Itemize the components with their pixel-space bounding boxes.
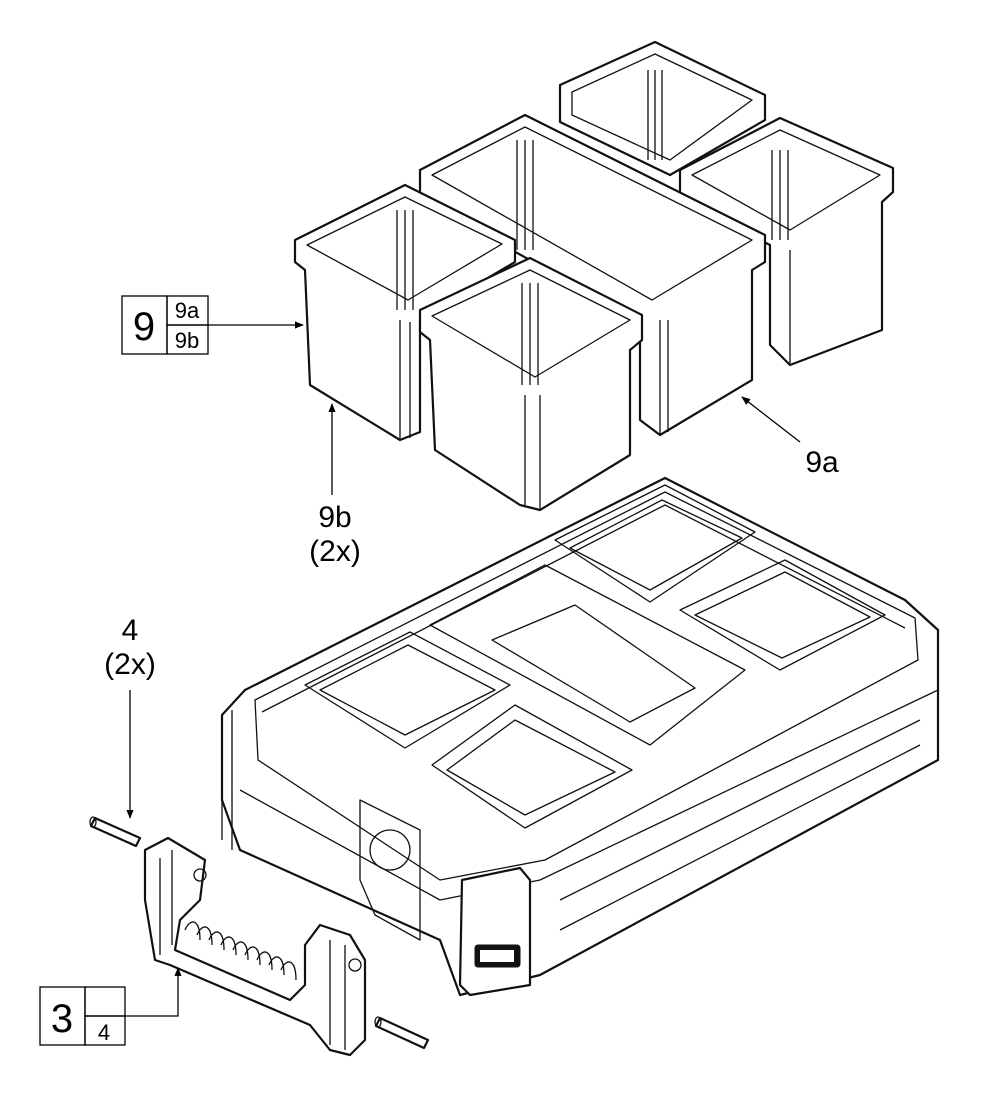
handle-part-3 <box>143 836 367 1057</box>
pin-left <box>89 816 142 848</box>
callout-3-main: 3 <box>51 997 73 1041</box>
callout-9b: 9b (2x) <box>309 403 361 568</box>
leader-9a <box>741 396 801 443</box>
callout-9a: 9a <box>741 396 839 479</box>
compact-toolbox <box>220 476 940 997</box>
callout-box-9: 9 9a 9b <box>121 295 304 355</box>
callout-4: 4 (2x) <box>104 614 156 819</box>
label-4-line2: (2x) <box>104 648 156 681</box>
label-9b-line1: 9b <box>318 501 351 534</box>
callout-9-main: 9 <box>133 305 155 349</box>
callout-box-3: 3 4 <box>39 967 182 1046</box>
bin-left-9b <box>293 183 517 442</box>
bin-back-top <box>558 40 767 177</box>
label-9a: 9a <box>805 446 839 479</box>
bin-front-9b <box>418 256 644 512</box>
callout-9-sub-b: 9b <box>175 328 199 353</box>
bin-right <box>678 116 895 367</box>
organizer-bins <box>293 40 895 512</box>
callout-3-sub: 4 <box>98 1020 110 1045</box>
callout-9-sub-a: 9a <box>175 298 200 323</box>
handle-grip <box>184 921 297 981</box>
pin-right <box>374 1016 430 1050</box>
label-4-line1: 4 <box>122 614 139 647</box>
leader-3 <box>125 967 182 1017</box>
label-9b-line2: (2x) <box>309 535 361 568</box>
